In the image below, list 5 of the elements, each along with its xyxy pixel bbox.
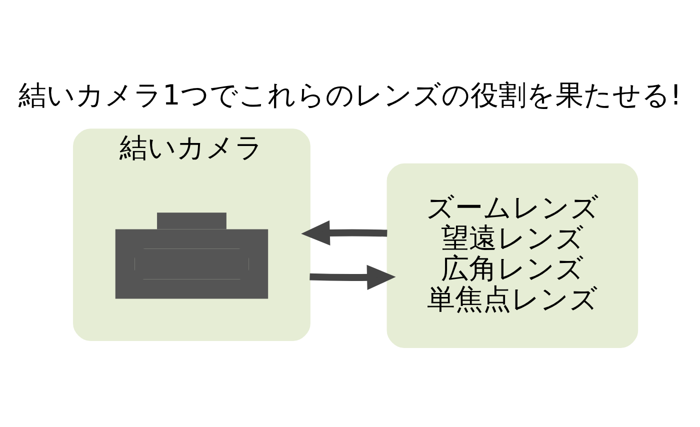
cluster: 結いカメラ [73,128,310,341]
diagram-title: 結いカメラ1つでこれらのレンズの役割を果たせる! [18,78,682,111]
arrow [310,264,396,290]
node-box: ズームレンズ 望遠レンズ 広角レンズ 単焦点レンズ [386,162,638,348]
arrow [301,220,388,245]
